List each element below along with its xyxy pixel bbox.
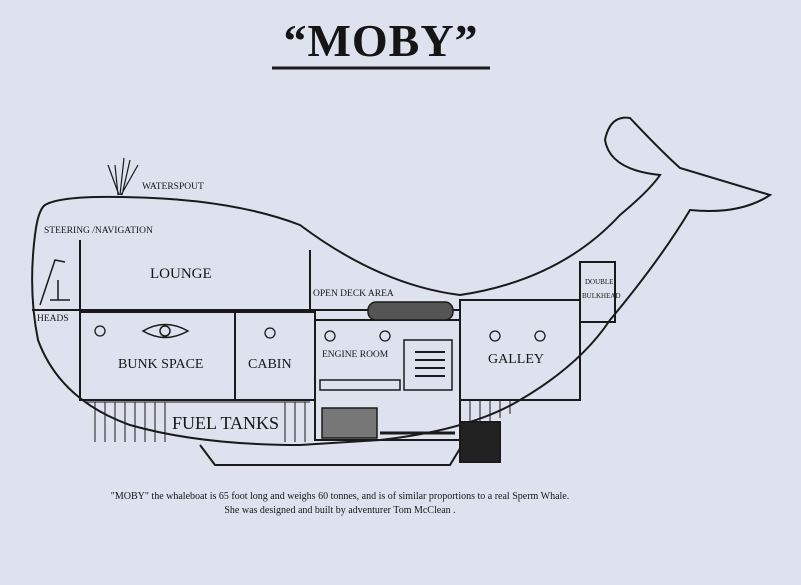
page-title: “MOBY” xyxy=(283,15,479,66)
stove-lines xyxy=(415,351,445,377)
label-lounge: LOUNGE xyxy=(150,266,212,282)
label-heads: HEADS xyxy=(37,314,69,324)
waterspout-icon xyxy=(107,157,139,196)
caption-line-1: "MOBY" the whaleboat is 65 foot long and… xyxy=(110,491,570,502)
stove-icon xyxy=(403,339,453,391)
eye-icon xyxy=(141,323,190,339)
label-cabin: CABIN xyxy=(248,357,292,372)
label-steering: STEERING /NAVIGATION xyxy=(44,226,153,236)
galley-room xyxy=(459,299,581,401)
portholes xyxy=(94,325,546,342)
label-engine-room: ENGINE ROOM xyxy=(322,350,389,360)
cabin-room xyxy=(234,311,316,401)
label-bulkhead: BULKHEAD xyxy=(582,292,621,300)
label-bunk-space: BUNK SPACE xyxy=(118,357,204,372)
label-double: DOUBLE xyxy=(585,278,614,286)
caption-line-2: She was designed and built by adventurer… xyxy=(224,505,456,516)
label-galley: GALLEY xyxy=(488,352,544,367)
label-waterspout: WATERSPOUT xyxy=(142,182,204,192)
rudder-icon xyxy=(459,421,501,463)
label-open-deck: OPEN DECK AREA xyxy=(313,289,394,299)
whale-outline xyxy=(31,116,773,447)
helm-seat-icon xyxy=(39,259,70,306)
engine-bench xyxy=(319,379,401,391)
fuel-tank-hatching xyxy=(85,400,511,442)
deck-hatch xyxy=(367,301,454,321)
engine-icon xyxy=(321,407,378,439)
double-bulkhead xyxy=(579,261,616,323)
label-fuel-tanks: FUEL TANKS xyxy=(172,413,280,433)
